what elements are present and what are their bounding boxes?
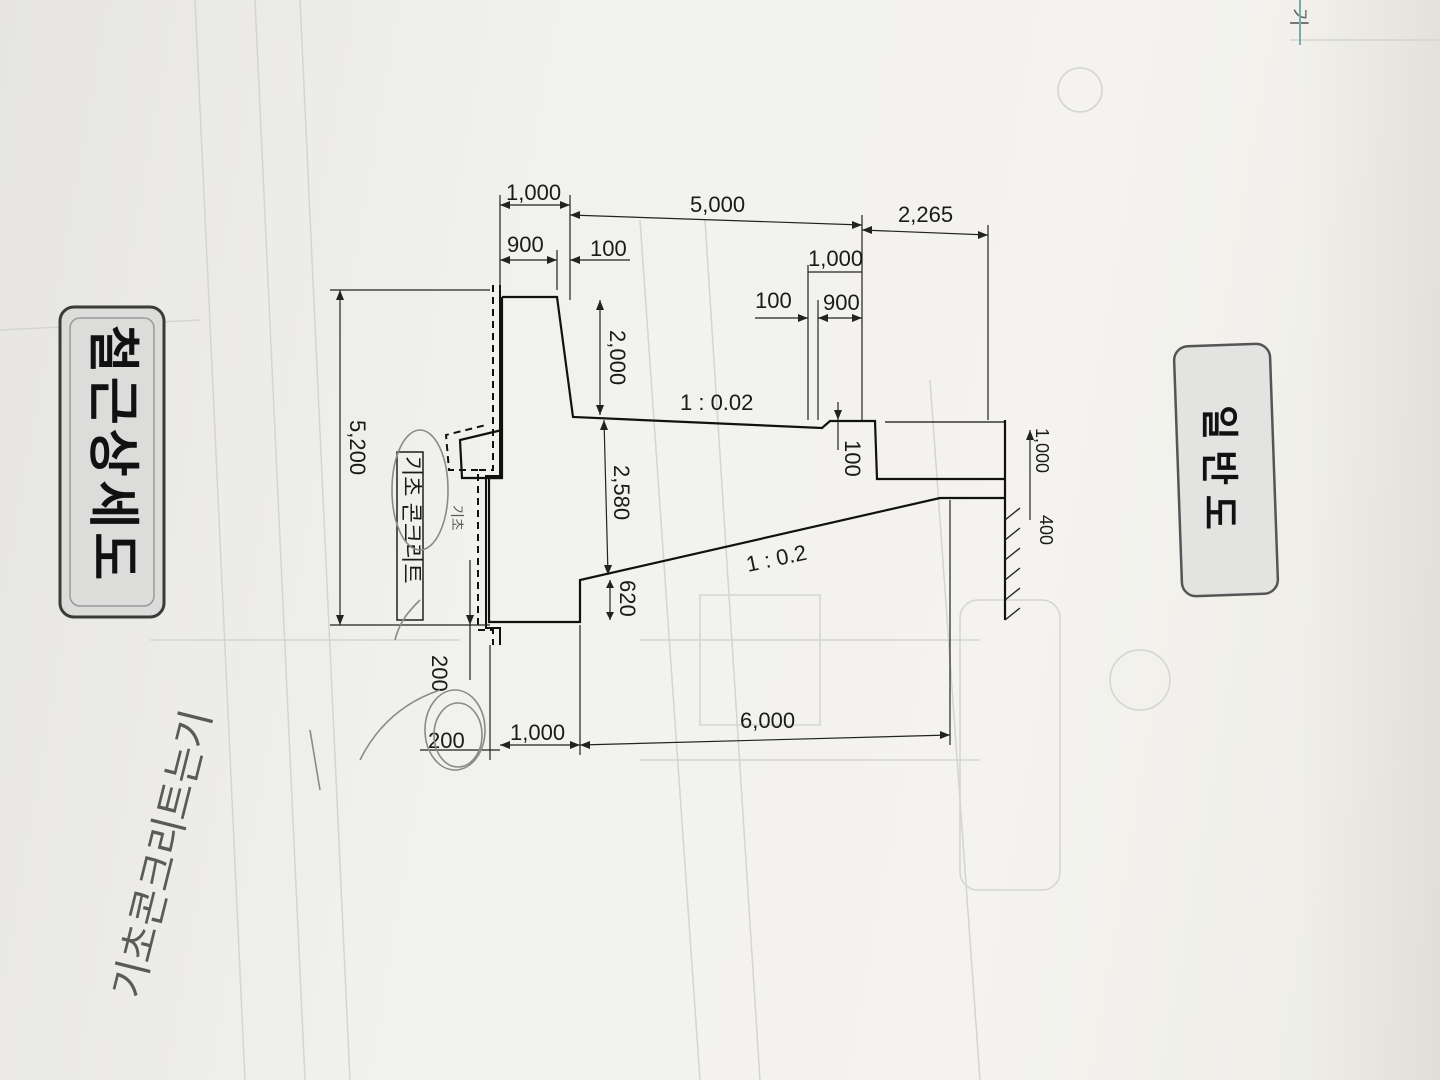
handwritten-note-small: 기초 [448, 505, 464, 531]
detail-title: 철근상세도 [82, 325, 142, 584]
dim-v-5200: 5,200 [345, 420, 370, 475]
dim-top-100: 100 [590, 236, 627, 261]
title-badge-detail: 철근상세도 [58, 305, 166, 619]
foundation-concrete-dashed [444, 285, 501, 645]
dim-v-400: 400 [1036, 515, 1056, 545]
dimension-lines [330, 195, 1031, 760]
dim-bot-1000: 1,000 [510, 720, 565, 745]
shear-key [458, 428, 503, 480]
pencil-marks [309, 429, 486, 791]
dim-bot-6000: 6,000 [740, 708, 795, 733]
dim-bot-200a: 200 [427, 655, 452, 692]
heel-slab [502, 496, 1005, 624]
title-badge-general: 일반도 [1172, 342, 1280, 598]
wall-section-outline [458, 295, 1007, 624]
dim-v-1000: 1,000 [1032, 428, 1052, 473]
page-edge-shadow [1300, 0, 1440, 1080]
dimension-labels: 1,000 900 100 5,000 2,265 1,000 100 900 … [345, 180, 1056, 753]
dim-top-5000: 5,000 [690, 192, 745, 217]
dim-mid-1000: 1,000 [808, 246, 863, 271]
dim-top-900: 900 [507, 232, 544, 257]
foundation-concrete-text: 기초 콘크리트 [399, 456, 424, 584]
dim-v-2000: 2,000 [605, 330, 630, 385]
wall-body [502, 295, 1005, 481]
dim-slope-upper: 1 : 0.02 [680, 390, 753, 415]
dim-mid-900: 900 [823, 290, 860, 315]
dim-v-100: 100 [840, 440, 865, 477]
foundation-concrete-label: 기초 콘크리트 [396, 451, 424, 621]
dimension-arrows [336, 201, 1034, 749]
general-title: 일반도 [1197, 405, 1241, 540]
dim-v-620: 620 [615, 580, 640, 617]
dim-slope-lower: 1 : 0.2 [744, 540, 809, 577]
handwritten-note: 기초콘크리트는기 [105, 706, 221, 1003]
dim-v-2580: 2,580 [609, 465, 634, 520]
dim-mid-100: 100 [755, 288, 792, 313]
dim-top-2265: 2,265 [898, 202, 953, 227]
ground-hatch [1004, 507, 1021, 621]
dim-top-1000: 1,000 [506, 180, 561, 205]
